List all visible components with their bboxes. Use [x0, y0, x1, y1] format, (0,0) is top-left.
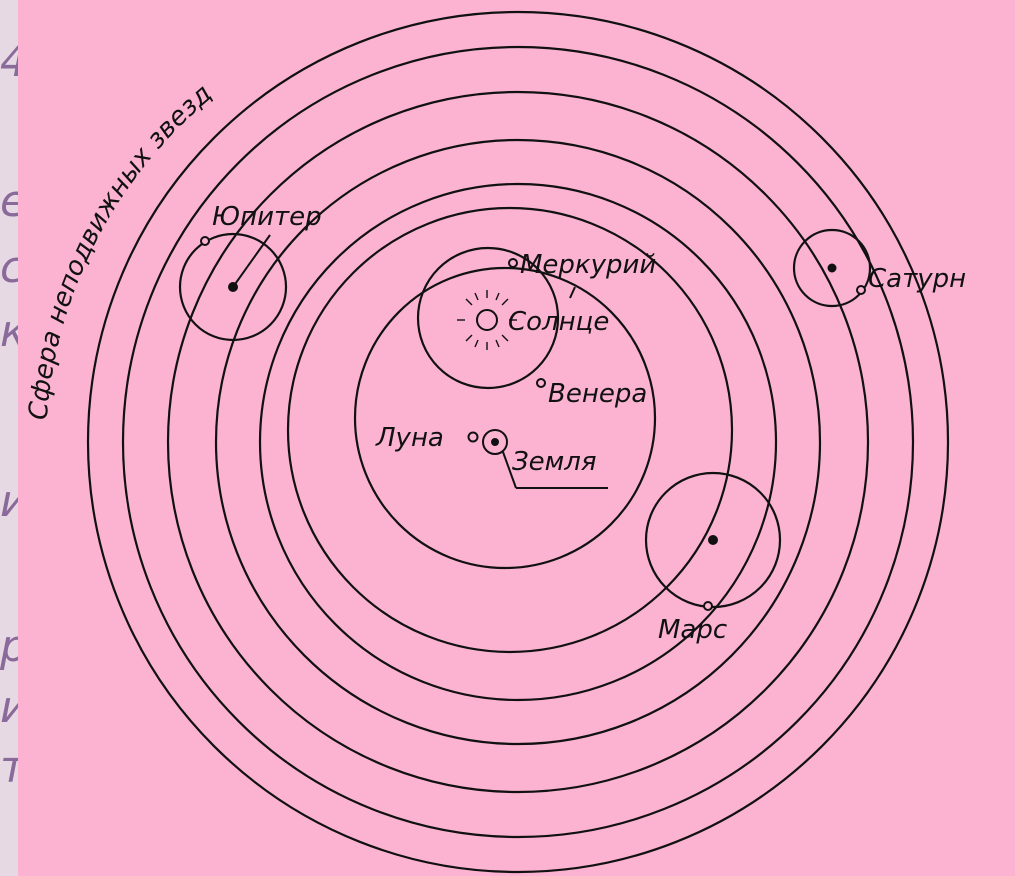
- moon-label: Луна: [375, 423, 444, 453]
- venus-planet-icon: [537, 379, 545, 387]
- saturn-epicycle-center: [829, 265, 836, 272]
- mars-label: Марс: [658, 615, 727, 645]
- earth-label: Земля: [512, 447, 597, 477]
- saturn-label: Сатурн: [868, 264, 966, 294]
- saturn-planet-icon: [857, 286, 865, 294]
- jupiter-label: Юпитер: [212, 202, 322, 232]
- jupiter-planet-icon: [201, 237, 209, 245]
- sun-icon: [477, 310, 497, 330]
- mars-planet-icon: [704, 602, 712, 610]
- venus-label: Венера: [548, 379, 647, 409]
- mars-epicycle-center: [709, 536, 717, 544]
- sun-label: Солнце: [508, 307, 609, 337]
- mercury-planet-icon: [509, 259, 517, 267]
- mercury-label: Меркурий: [520, 250, 656, 280]
- moon-icon: [469, 433, 478, 442]
